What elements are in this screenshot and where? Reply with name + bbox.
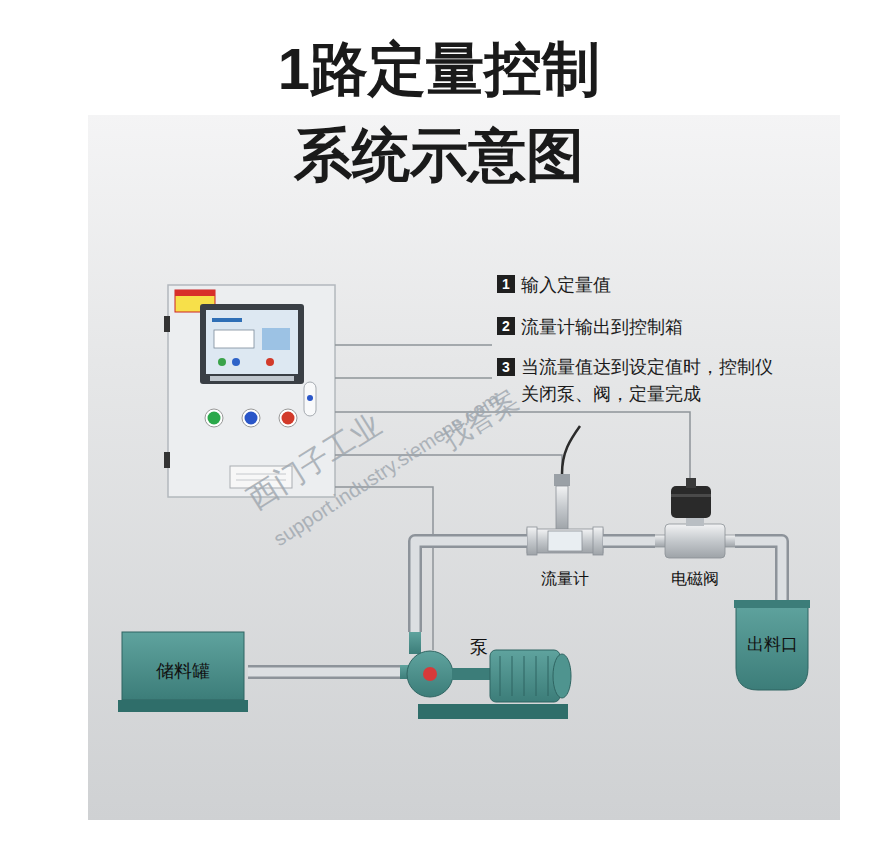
pipe-outline [415, 541, 527, 632]
pipe-body [603, 537, 655, 546]
callout-text: 流量计输出到控制箱 [521, 314, 781, 341]
flow-meter-symbol [527, 529, 603, 553]
flow-meter-symbol [554, 474, 570, 486]
callout-number: 2 [497, 317, 515, 335]
background-panel [88, 115, 840, 820]
callout-text: 当流量值达到设定值时，控制仪关闭泵、阀，定量完成 [521, 354, 776, 408]
solenoid-valve-symbol [665, 524, 725, 558]
pump-symbol [536, 656, 537, 696]
callout-number: 1 [497, 275, 515, 293]
pump-symbol [490, 650, 560, 702]
flow-meter: 流量计 [527, 470, 603, 588]
signal-wire [335, 377, 492, 379]
storage-tank-symbol [122, 632, 244, 700]
control-cabinet [206, 310, 298, 374]
pump-symbol [407, 651, 453, 697]
control-cabinet [164, 316, 170, 332]
pipe-body [735, 541, 782, 600]
pump: 泵 [400, 632, 575, 722]
storage-tank-symbol [118, 632, 248, 712]
control-cabinet [262, 328, 290, 350]
pipe [248, 672, 400, 673]
pipe-body [248, 668, 400, 677]
pipe-outline [248, 665, 400, 679]
outlet-tank-symbol [734, 600, 810, 690]
outlet-tank: 出料口 [736, 600, 808, 690]
pipe-outline [603, 534, 655, 548]
control-cabinet [232, 358, 240, 366]
control-cabinet [212, 318, 242, 322]
pipe-body [415, 541, 527, 632]
flow-meter-symbol [548, 531, 582, 551]
control-cabinet [218, 358, 226, 366]
solenoid-valve: 电磁阀 [655, 470, 735, 588]
control-cabinet [205, 409, 223, 427]
control-cabinet [175, 290, 215, 296]
node-label: 泵 [470, 637, 488, 659]
pump-symbol [553, 654, 571, 698]
flow-meter-symbol [556, 486, 568, 530]
control-cabinet [200, 304, 304, 384]
outlet-tank-symbol [734, 600, 810, 608]
pump-symbol [398, 632, 571, 719]
node-label: 储料罐 [156, 661, 210, 683]
control-cabinet [307, 395, 313, 401]
control-cabinet [266, 358, 274, 366]
callout-number: 3 [497, 358, 515, 376]
pump-symbol [423, 667, 437, 681]
pump-symbol [409, 632, 421, 654]
pipe-outline [735, 541, 782, 600]
control-cabinet [282, 412, 295, 425]
pump-symbol [524, 656, 525, 696]
pump-symbol [452, 668, 492, 680]
pipe [735, 541, 782, 600]
node-label: 电磁阀 [671, 569, 719, 588]
pipe [415, 541, 527, 632]
control-cabinet [242, 409, 260, 427]
control-cabinet [210, 376, 294, 381]
control-cabinet [208, 412, 221, 425]
node-label: 流量计 [541, 569, 589, 588]
control-cabinet [279, 409, 297, 427]
callout-text: 输入定量值 [521, 272, 761, 299]
flow-meter-symbol [527, 527, 537, 555]
storage-tank: 储料罐 [118, 632, 248, 712]
flow-meter-symbol [562, 426, 580, 474]
flow-meter-symbol [527, 426, 603, 555]
flow-meter-symbol [593, 527, 603, 555]
pipe [603, 541, 655, 542]
solenoid-valve-symbol [653, 478, 737, 558]
outlet-tank-symbol [736, 604, 808, 690]
control-cabinet [245, 412, 258, 425]
pump-symbol [512, 656, 513, 696]
pump-symbol [548, 656, 549, 696]
control-cabinet [214, 330, 254, 348]
solenoid-valve-symbol [686, 478, 696, 488]
storage-tank-symbol [118, 700, 248, 712]
control-cabinet [304, 382, 316, 416]
solenoid-valve-symbol [671, 494, 711, 497]
pump-symbol [418, 704, 568, 719]
signal-wire [335, 344, 492, 346]
pump-symbol [500, 656, 501, 696]
node-label: 出料口 [747, 635, 798, 655]
solenoid-valve-symbol [671, 486, 711, 518]
control-cabinet [164, 452, 170, 468]
title: 1路定量控制 系统示意图 [254, 26, 624, 198]
